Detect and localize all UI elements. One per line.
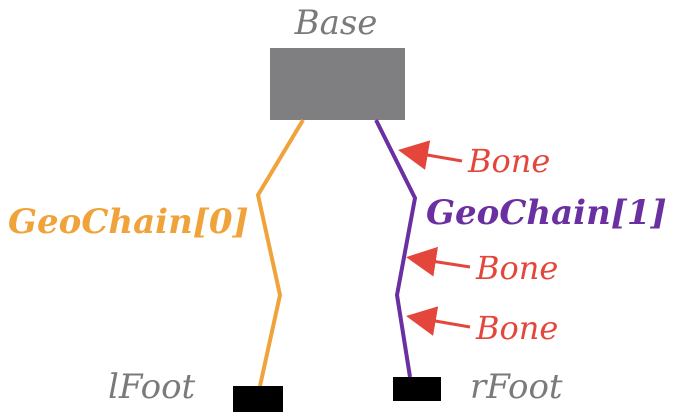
bone-label-top: Bone — [467, 142, 550, 180]
bone-arrow-mid — [406, 246, 471, 277]
right-geochain-label: GeoChain[1] — [426, 193, 667, 233]
right-geochain-line — [374, 119, 418, 378]
right-foot-block — [393, 377, 441, 401]
bone-arrow-low — [406, 306, 471, 336]
bone-label-mid: Bone — [475, 249, 558, 287]
bone-label-low: Bone — [475, 309, 558, 347]
base-label: Base — [294, 3, 378, 43]
left-geochain-label: GeoChain[0] — [8, 202, 249, 242]
right-foot-label: rFoot — [470, 367, 563, 407]
left-foot-label: lFoot — [108, 367, 196, 407]
left-foot-block — [233, 386, 283, 412]
base-box — [270, 48, 405, 120]
bone-arrow-top — [398, 140, 463, 170]
left-geochain-line — [255, 118, 305, 387]
